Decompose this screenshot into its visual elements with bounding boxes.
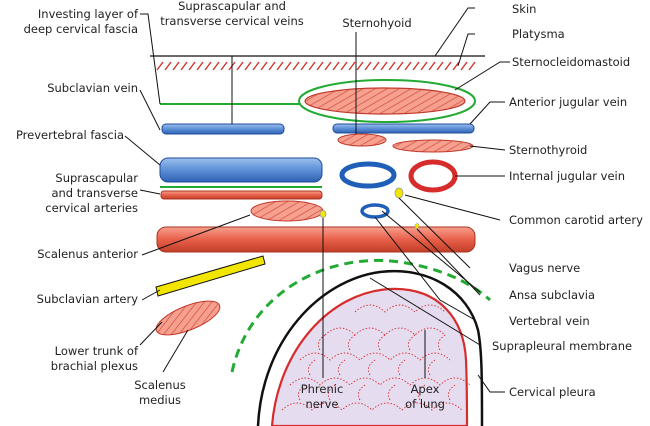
label-supra-arteries-2: and transverse xyxy=(51,186,138,200)
suprapleural-membrane-dashed xyxy=(230,258,492,373)
scalenus-medius-muscle xyxy=(155,300,221,336)
label-supra-veins-1: Suprascapular and xyxy=(178,0,286,13)
sternocleidomastoid-muscle xyxy=(304,87,466,115)
suprascapular-artery-tube xyxy=(160,190,323,200)
lung-lobule-pattern xyxy=(281,304,471,411)
label-prevertebral: Prevertebral fascia xyxy=(16,128,124,142)
vagus-nerve xyxy=(394,187,404,199)
label-supra-veins-2: transverse cervical veins xyxy=(160,14,304,28)
internal-jugular-vein xyxy=(339,161,397,189)
subclavian-vein-tube xyxy=(159,157,323,183)
label-apex-1: Apex xyxy=(411,382,440,396)
labels: Investing layer of deep cervical fascia … xyxy=(16,0,643,411)
scalenus-anterior-muscle xyxy=(250,200,324,222)
apex-of-lung xyxy=(270,287,469,426)
transverse-cervical-vein-tube xyxy=(161,123,285,135)
label-platysma: Platysma xyxy=(512,27,565,41)
label-lower-trunk-2: brachial plexus xyxy=(51,359,138,373)
label-investing-2: deep cervical fascia xyxy=(24,22,138,36)
label-sternothyroid: Sternothyroid xyxy=(509,143,587,157)
sternohyoid-muscle xyxy=(337,133,387,147)
label-vagus: Vagus nerve xyxy=(509,261,580,275)
sternothyroid-muscle xyxy=(392,139,474,153)
subclavian-artery-tube xyxy=(156,226,476,253)
label-common-carotid: Common carotid artery xyxy=(509,213,643,227)
label-cervical-pleura: Cervical pleura xyxy=(509,385,596,399)
label-supra-arteries-1: Suprascapular xyxy=(55,171,138,185)
label-sternohyoid: Sternohyoid xyxy=(342,16,411,30)
label-lower-trunk-1: Lower trunk of xyxy=(55,344,139,358)
anterior-jugular-vein-tube xyxy=(332,123,475,134)
label-vertebral-vein: Vertebral vein xyxy=(509,314,590,328)
lower-trunk-brachial-plexus xyxy=(155,255,266,297)
platysma-hatch xyxy=(156,61,476,71)
cervical-pleura-arc xyxy=(256,269,484,426)
label-skin: Skin xyxy=(512,2,536,16)
label-supra-arteries-3: cervical arteries xyxy=(45,201,138,215)
label-scalenus-medius-2: medius xyxy=(139,393,181,407)
label-suprapleural: Suprapleural membrane xyxy=(492,339,632,353)
label-scalenus-anterior: Scalenus anterior xyxy=(37,247,138,261)
label-scm: Sternocleidomastoid xyxy=(512,55,630,69)
label-scalenus-medius-1: Scalenus xyxy=(134,378,186,392)
vertebral-vein xyxy=(360,203,390,219)
label-ansa: Ansa subclavia xyxy=(509,288,595,302)
common-carotid-artery xyxy=(408,159,458,193)
label-phrenic-1: Phrenic xyxy=(301,382,344,396)
leader-lines xyxy=(124,7,510,393)
label-subclavian-vein: Subclavian vein xyxy=(47,81,138,95)
label-internal-jugular: Internal jugular vein xyxy=(509,169,625,183)
label-subclavian-artery: Subclavian artery xyxy=(37,292,139,306)
label-apex-2: of lung xyxy=(405,397,445,411)
investing-fascia-sheath xyxy=(298,79,476,123)
label-anterior-jugular: Anterior jugular vein xyxy=(509,95,627,109)
phrenic-nerve xyxy=(319,210,327,218)
ansa-subclavia-nerve xyxy=(414,223,420,229)
label-investing-1: Investing layer of xyxy=(38,7,139,21)
label-phrenic-2: nerve xyxy=(306,397,339,411)
